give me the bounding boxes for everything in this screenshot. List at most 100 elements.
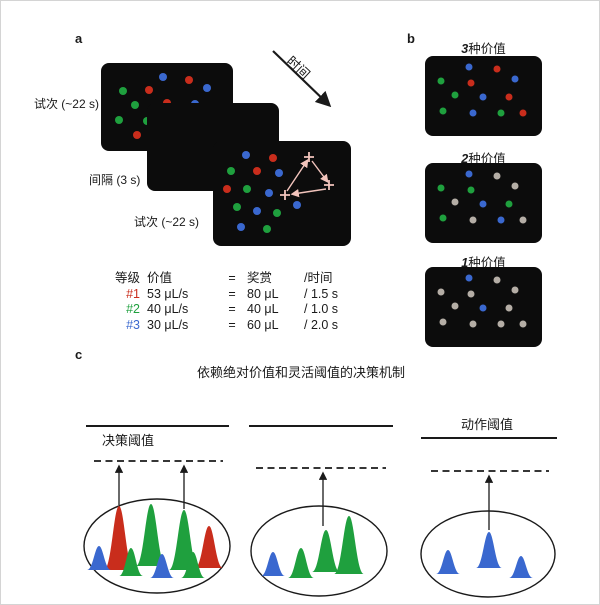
stimulus-dot-blue [237,223,245,231]
condition-2-count: 2 [461,152,469,166]
stimulus-dot-blue [293,201,301,209]
stimulus-dot-red [133,131,141,139]
stimulus-dot-gray [505,304,513,312]
panel-b-label: b [407,31,415,46]
value-distribution-peak-red [195,526,223,568]
reward-1: 80 μL [247,286,279,301]
stimulus-dot-gray [451,302,459,310]
value-1: 53 μL/s [147,286,189,301]
reward-2: 40 μL [247,302,279,316]
time-2: / 1.0 s [304,302,339,316]
trial2-duration-label: 试次 (~22 s) [134,215,200,229]
condition-3-count: 3 [461,42,469,56]
header-eq: = [228,271,236,285]
stimulus-dot-green [505,200,513,208]
condition-3-title: 3种价值 [425,38,542,57]
trial-screen-2 [213,141,351,246]
stimulus-dot-blue [159,73,167,81]
stimulus-dot-green [437,77,445,85]
condition-2-title: 2种价值 [425,148,542,167]
stimulus-dot-gray [469,216,477,224]
rank-1: #1 [126,286,140,301]
stimulus-dot-red [505,93,513,101]
gaze-cross [280,190,290,200]
stimulus-dot-red [519,109,527,117]
condition-1-suffix: 种价值 [468,256,506,270]
interval-duration-label: 间隔 (3 s) [89,173,141,187]
stimulus-dot-green [119,87,127,95]
stimulus-dot-green [273,209,281,217]
stimulus-dot-gray [493,276,501,284]
value-distribution-peak-green [181,552,205,578]
stimulus-dot-green [467,186,475,194]
stimulus-dot-blue [479,304,487,312]
stimulus-dot-red [467,79,475,87]
condition-3-dots [437,63,527,117]
stimulus-dot-green [439,214,447,222]
stimulus-dot-red [145,86,153,94]
eq-2: = [228,302,236,316]
population-ellipse-3 [420,510,556,598]
stimulus-dot-green [243,185,251,193]
stimulus-dot-blue [242,151,250,159]
panel-c-label: c [75,347,83,362]
value-peaks-group-2 [261,516,364,578]
panel-c-title: 依赖绝对价值和灵活阈值的决策机制 [196,365,405,380]
value-distribution-peak-blue [436,550,460,574]
stimulus-dot-gray [469,320,477,328]
stimulus-dot-blue [203,84,211,92]
decision-threshold-label: 决策阈值 [102,433,155,448]
stimulus-dot-blue [511,75,519,83]
trial1-duration-label: 试次 (~22 s) [33,97,99,111]
stimulus-dot-gray [439,318,447,326]
stimulus-dot-gray [437,288,445,296]
stimulus-dot-green [233,203,241,211]
stimulus-dot-blue [479,93,487,101]
condition-1-screen [425,267,542,347]
value-distribution-peak-green [288,548,314,578]
gaze-cross [324,180,334,190]
stimulus-dot-gray [511,286,519,294]
value-table: 等级 价值 = 奖赏 /时间 #1 53 μL/s = 80 μL / 1.5 … [104,271,362,333]
condition-1-count: 1 [461,256,469,270]
stimulus-dot-green [115,116,123,124]
condition-3-suffix: 种价值 [468,42,506,56]
stimulus-dot-gray [497,320,505,328]
reward-3: 60 μL [247,317,279,332]
stimulus-dot-gray [467,290,475,298]
rank-3: #3 [126,317,140,332]
stimulus-dot-gray [519,320,527,328]
condition-2-dots [437,170,527,224]
value-table-header: 等级 价值 = 奖赏 /时间 [104,271,362,287]
header-reward: 奖赏 [247,271,273,285]
time-3: / 2.0 s [304,317,339,332]
stimulus-dot-red [223,185,231,193]
condition-2-screen [425,163,542,243]
condition-1-title: 1种价值 [425,252,542,271]
gaze-saccade-arrow [286,158,309,192]
stimulus-dot-blue [479,200,487,208]
condition-2-suffix: 种价值 [468,152,506,166]
value-table-row-1: #1 53 μL/s = 80 μL / 1.5 s [104,287,362,303]
stimulus-dot-green [497,109,505,117]
stimulus-dot-blue [465,170,473,178]
stimulus-dot-red [185,76,193,84]
value-distribution-peak-blue [509,556,533,578]
condition-3-screen [425,56,542,136]
header-value: 价值 [147,271,173,285]
time-1: / 1.5 s [304,286,339,301]
value-distribution-peak-green [334,516,364,574]
stimulus-dot-green [451,91,459,99]
value-distribution-peak-blue [87,546,111,570]
panel-a-label: a [75,31,83,46]
header-rank: 等级 [114,271,140,285]
trial2-stimulus-and-gaze [223,151,334,233]
stimulus-dot-green [227,167,235,175]
gaze-saccade-arrow [290,188,327,198]
stimulus-dot-green [437,184,445,192]
stimulus-dot-gray [493,172,501,180]
value-table-row-3: #3 30 μL/s = 60 μL / 2.0 s [104,318,362,334]
value-2: 40 μL/s [147,302,189,316]
stimulus-dot-gray [451,198,459,206]
